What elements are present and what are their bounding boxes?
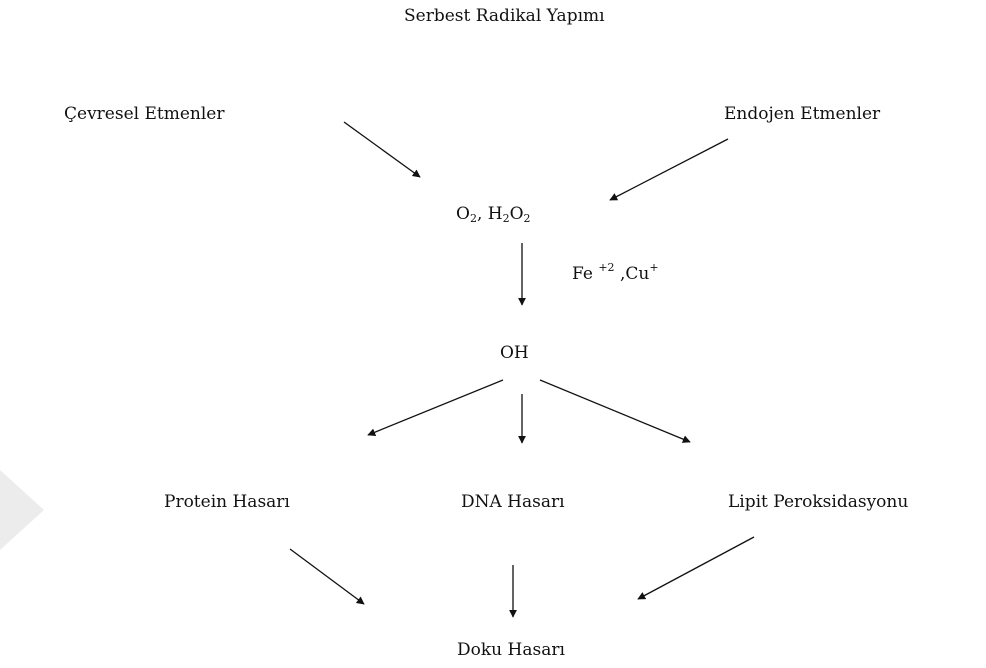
node-dna-damage: DNA Hasarı (461, 492, 565, 512)
h2o2-o-symbol: O (509, 204, 524, 224)
node-lipid-peroxidation: Lipit Peroksidasyonu (728, 492, 909, 512)
catalyst-label: Fe +2 ,Cu+ (572, 262, 659, 283)
fe-charge: +2 (598, 261, 615, 274)
h2o2-o-subscript: 2 (523, 212, 531, 225)
arrow-environmental-to-reactants (343, 121, 421, 178)
watermark-shape (0, 470, 44, 550)
node-environmental-factors: Çevresel Etmenler (64, 104, 225, 124)
arrow-lipid-to-tissue (637, 536, 755, 600)
arrow-endogenous-to-reactants (609, 138, 729, 201)
node-endogenous-factors: Endojen Etmenler (724, 104, 881, 124)
diagram-title: Serbest Radikal Yapımı (404, 6, 605, 26)
h2o2-h-subscript: 2 (502, 212, 510, 225)
reactant-separator: , (476, 204, 488, 224)
fe-symbol: Fe (572, 264, 599, 284)
cu-symbol: ,Cu (614, 264, 650, 284)
cu-charge: + (649, 261, 659, 274)
arrow-radical-to-protein (367, 379, 504, 436)
node-tissue-damage: Doku Hasarı (457, 640, 565, 660)
node-reactants: O2, H2O2 (456, 204, 531, 225)
arrow-protein-to-tissue (289, 548, 365, 605)
node-hydroxyl-radical: OH (500, 343, 529, 363)
arrow-radical-to-lipid (539, 379, 691, 443)
o2-symbol: O (456, 204, 470, 224)
o2-subscript: 2 (469, 212, 477, 225)
h2o2-h-symbol: H (487, 204, 503, 224)
node-protein-damage: Protein Hasarı (164, 492, 290, 512)
